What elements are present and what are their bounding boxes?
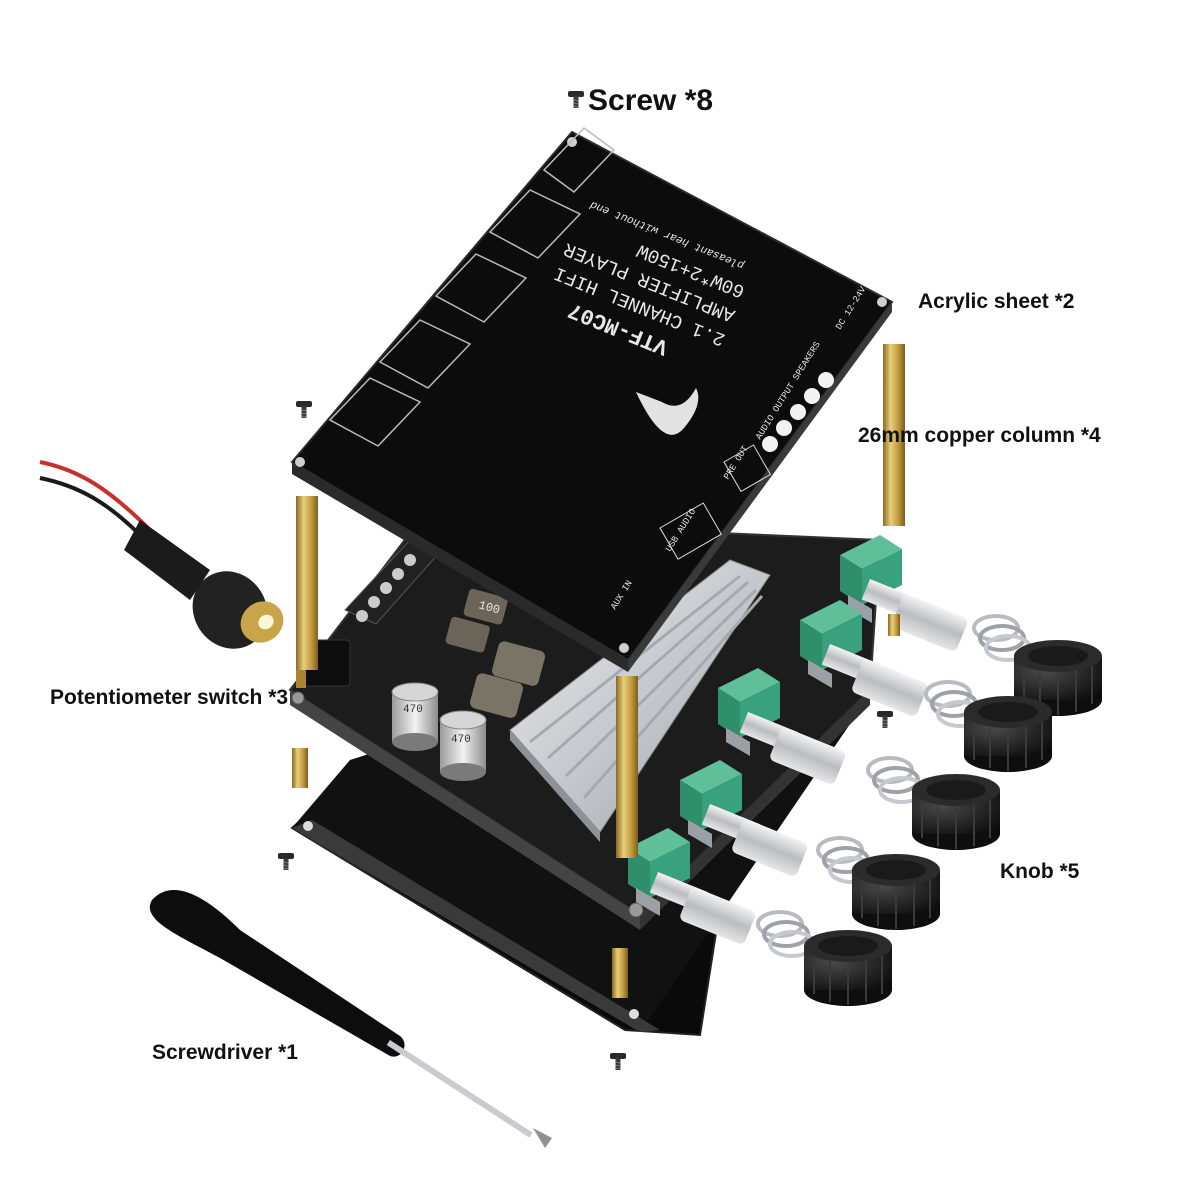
potentiometer-switch-label: Potentiometer switch *3 [50,686,289,709]
svg-text:470: 470 [451,734,471,746]
terminal-block [344,539,441,625]
svg-text:470: 470 [403,704,423,716]
copper-column-label: 26mm copper column *4 [858,424,1101,447]
brand-logo [636,388,699,435]
copper-column [292,748,628,998]
copper-column [883,344,905,636]
knob-label: Knob *5 [1000,860,1080,883]
copper-column [616,676,638,858]
screw-label: Screw *8 [588,84,714,117]
capacitor: 470 [391,682,439,751]
capacitor: 470 [439,710,487,781]
inductor: 100 [445,588,546,718]
acrylic-sheet-label: Acrylic sheet *2 [918,290,1075,313]
top-acrylic-sheet: VTF-MC07 2.1 CHANNEL HIFI AMPLIFIER PLAY… [290,127,894,672]
copper-column [296,496,318,688]
screwdriver [149,890,552,1148]
screwdriver-label: Screwdriver *1 [152,1041,298,1064]
svg-text:100: 100 [477,598,501,617]
knob [816,836,941,931]
power-cable [39,460,284,649]
knob [866,756,1001,851]
heatsink [509,559,771,842]
